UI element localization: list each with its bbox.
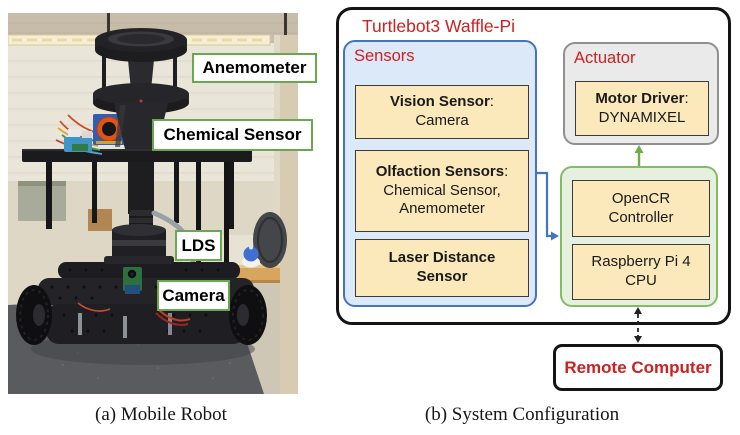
shelf-legs: [46, 161, 234, 229]
opencr-line-2: Controller: [608, 208, 674, 226]
lds-label-text: LDS: [181, 235, 216, 255]
lds-illustration: [104, 224, 174, 264]
opencr-line-1: OpenCR: [611, 189, 671, 207]
vision-sensor-box: Vision Sensor: Camera: [355, 85, 529, 139]
laser-sensor-title-2: Sensor: [416, 268, 468, 285]
laser-distance-sensor-box: Laser Distance Sensor: [355, 239, 529, 297]
controller-group-box: OpenCR Controller Raspberry Pi 4 CPU: [560, 166, 718, 307]
opencr-controller-box: OpenCR Controller: [572, 180, 710, 237]
anemometer-label-text: Anemometer: [202, 58, 307, 77]
actuator-group-label: Actuator: [574, 49, 636, 67]
remote-computer-label: Remote Computer: [564, 357, 712, 377]
camera-label-text: Camera: [162, 285, 225, 305]
cardboard-box: [88, 209, 112, 231]
diagram-title: Turtlebot3 Waffle-Pi: [362, 16, 516, 36]
actuator-group-box: Actuator Motor Driver: DYNAMIXEL: [563, 42, 719, 145]
sensors-group-box: Sensors Vision Sensor: Camera Olfaction …: [343, 40, 537, 307]
background-cabinet: [18, 181, 66, 221]
vision-sensor-colon: :: [489, 93, 494, 111]
olfaction-sensors-value-1: Chemical Sensor,: [383, 181, 501, 199]
laser-sensor-title-1: Laser Distance: [388, 249, 496, 267]
wheels: [16, 285, 267, 345]
raspberry-pi-box: Raspberry Pi 4 CPU: [572, 244, 710, 300]
vision-sensor-title: Vision Sensor: [390, 93, 490, 111]
olfaction-sensors-title: Olfaction Sensors: [375, 162, 505, 180]
caption-mobile-robot: (a) Mobile Robot: [95, 404, 227, 425]
sensors-group-label: Sensors: [354, 47, 415, 65]
lds-label: LDS: [175, 230, 222, 261]
caption-system-configuration: (b) System Configuration: [424, 404, 620, 425]
motor-driver-colon: :: [684, 89, 689, 107]
anemometer-label: Anemometer: [192, 53, 317, 83]
olfaction-sensors-colon: :: [504, 162, 509, 180]
camera-label: Camera: [157, 280, 230, 311]
mast: [128, 162, 154, 214]
motor-driver-title: Motor Driver: [595, 89, 685, 107]
raspi-line-2: CPU: [625, 272, 657, 289]
remote-computer-box: Remote Computer: [553, 344, 723, 391]
chemical-sensor-label-text: Chemical Sensor: [163, 125, 302, 144]
olfaction-sensors-box: Olfaction Sensors: Chemical Sensor, Anem…: [355, 150, 529, 232]
vision-sensor-value: Camera: [415, 112, 469, 129]
olfaction-sensors-value-2: Anemometer: [399, 200, 485, 218]
shelf-top: [22, 149, 252, 162]
motor-driver-box: Motor Driver: DYNAMIXEL: [575, 81, 709, 136]
raspi-line-1: Raspberry Pi 4: [591, 253, 691, 271]
mobile-robot-photo: Anemometer Chemical Sensor LDS Camera: [8, 13, 317, 394]
camera-illustration: [123, 267, 142, 294]
chemical-sensor-label: Chemical Sensor: [152, 119, 313, 151]
motor-driver-value: DYNAMIXEL: [598, 108, 686, 126]
